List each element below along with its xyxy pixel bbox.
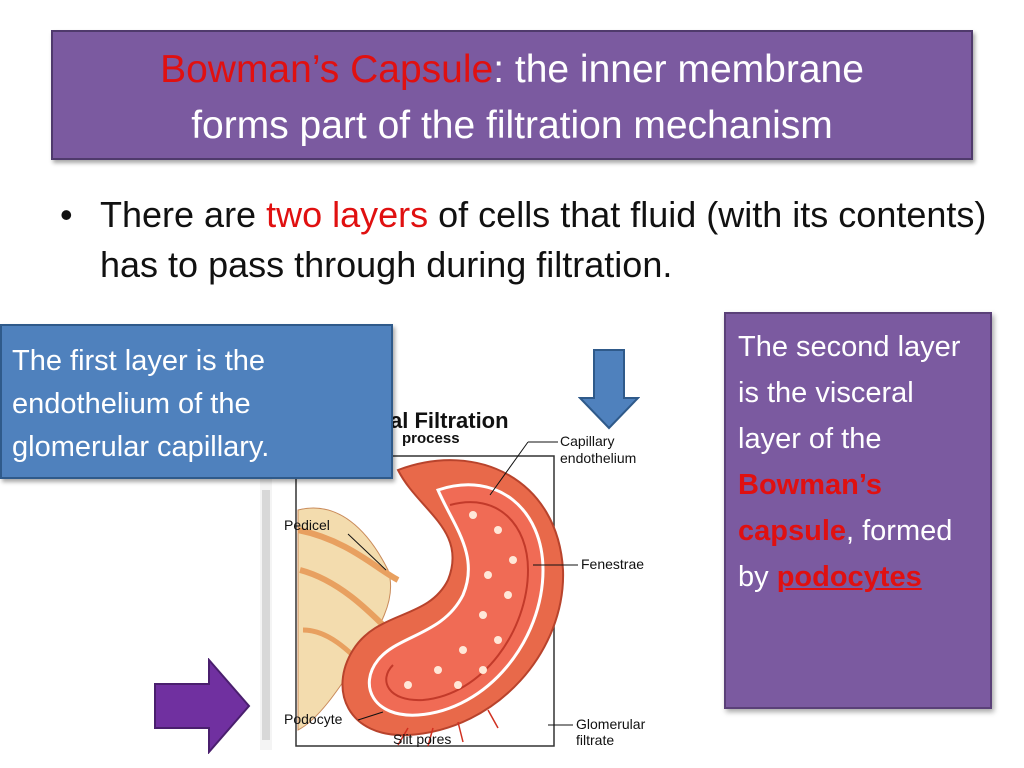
label-capillary: Capillary	[560, 433, 614, 449]
slide-title: Bowman’s Capsule: the inner membrane for…	[51, 30, 973, 160]
second-layer-callout: The second layer is the visceral layer o…	[724, 312, 992, 709]
podocytes-link: podocytes	[776, 561, 922, 593]
first-layer-callout: The first layer is the endothelium of th…	[0, 324, 393, 479]
title-rest-line1: : the inner membrane	[493, 48, 864, 91]
title-highlight: Bowman’s Capsule	[160, 48, 494, 91]
down-arrow-icon	[578, 349, 640, 430]
label-fenestrae: Fenestrae	[581, 556, 644, 572]
right-arrow-icon	[154, 658, 251, 754]
bullet-text-part1: There are	[100, 194, 267, 235]
bowmans-capsule-highlight: Bowman’s capsule	[738, 469, 882, 547]
label-glomerular: Glomerular	[576, 716, 646, 732]
diagram-heading: al Filtration	[390, 408, 509, 433]
label-filtrate: filtrate	[576, 732, 614, 748]
label-slit-pores: Slit pores	[393, 731, 451, 747]
second-layer-text-2: , formed by	[738, 515, 953, 593]
label-podocyte: Podocyte	[284, 711, 343, 727]
title-line2: forms part of the filtration mechanism	[191, 104, 833, 147]
label-pedicel: Pedicel	[284, 517, 330, 533]
label-endothelium: endothelium	[560, 450, 636, 466]
bullet-text: There are two layers of cells that fluid…	[100, 190, 990, 290]
second-layer-text: The second layer is the visceral layer o…	[738, 331, 961, 455]
bullet-point: • There are two layers of cells that flu…	[60, 190, 990, 290]
bullet-dot-icon: •	[60, 194, 73, 235]
diagram-subheading: process	[402, 430, 460, 447]
bullet-highlight: two layers	[266, 194, 429, 235]
bullet-text-part2: of cells that fluid (with its contents) …	[100, 194, 987, 285]
copyright-strip	[262, 490, 270, 740]
